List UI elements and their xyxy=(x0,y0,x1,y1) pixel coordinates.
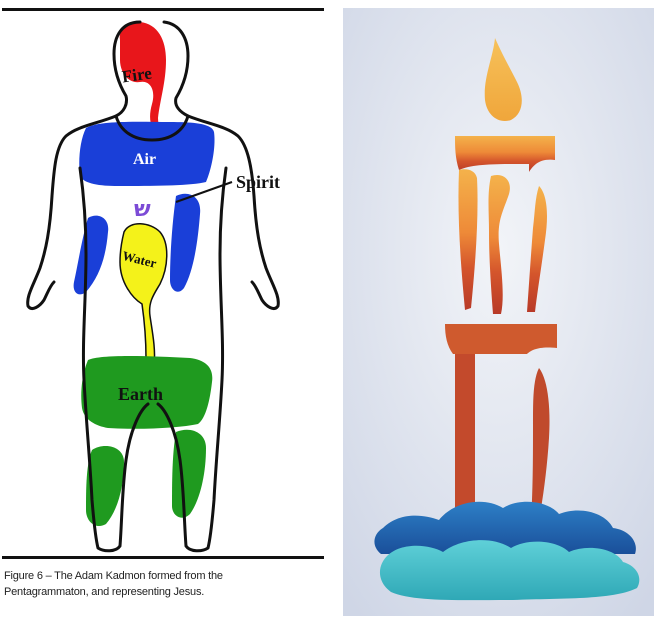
candle-sculpture-photo xyxy=(343,8,654,616)
cloud-base-lower xyxy=(380,540,639,600)
adam-kadmon-figure: Fire Air Spirit ש Water Earth xyxy=(0,0,330,560)
caption-line-1: Figure 6 – The Adam Kadmon formed from t… xyxy=(4,568,324,584)
spirit-label: Spirit xyxy=(236,172,280,192)
shin-letter: ש xyxy=(134,197,151,222)
air-label: Air xyxy=(133,151,156,168)
adam-kadmon-diagram-panel: Fire Air Spirit ש Water Earth Figure 6 –… xyxy=(0,0,330,616)
lower-pillar xyxy=(455,354,475,520)
bottom-rule xyxy=(2,556,324,559)
water-shape xyxy=(120,224,167,369)
sculpture-image xyxy=(343,8,654,616)
figure-caption: Figure 6 – The Adam Kadmon formed from t… xyxy=(4,568,324,600)
air-left-lobe xyxy=(74,216,109,295)
earth-label: Earth xyxy=(118,384,163,404)
caption-line-2: Pentagrammaton, and representing Jesus. xyxy=(4,584,324,600)
air-right-lobe xyxy=(170,194,200,292)
